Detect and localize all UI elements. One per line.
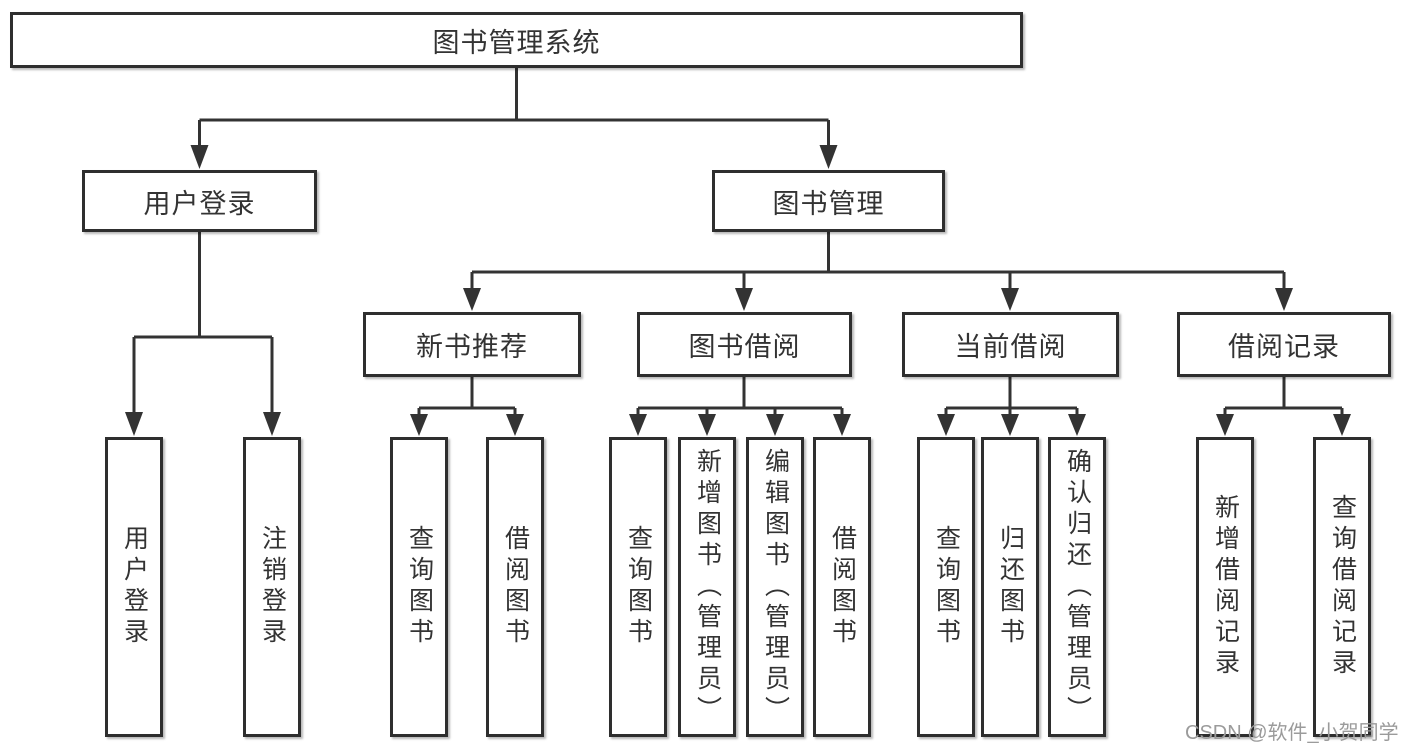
node-label: 编辑图书（管理员） [761, 447, 790, 727]
node-user-login: 用户登录 [82, 170, 317, 232]
node-current-borrowing: 当前借阅 [902, 312, 1119, 377]
node-label: 借阅图书 [501, 525, 530, 649]
leaf-nbr-borrow-books: 借阅图书 [486, 437, 544, 737]
connector-book-management-to-level3 [463, 232, 1293, 311]
node-label: 查询图书 [405, 525, 434, 649]
node-new-book-recommend: 新书推荐 [363, 312, 581, 377]
node-label: 新增借阅记录 [1211, 494, 1240, 680]
node-label: 图书借阅 [688, 332, 801, 362]
node-book-management: 图书管理 [712, 170, 945, 232]
leaf-br-query-borrow-record: 查询借阅记录 [1313, 437, 1371, 737]
csdn-watermark: CSDN @软件_小贺同学 [1185, 722, 1399, 744]
leaf-cb-query-books: 查询图书 [917, 437, 975, 737]
leaf-cb-return-books: 归还图书 [981, 437, 1039, 737]
node-label: 用户登录 [143, 188, 256, 219]
node-label: 查询图书 [932, 525, 961, 649]
node-label: 查询借阅记录 [1328, 494, 1357, 680]
connector-current-borrowing-to-leaves [937, 377, 1086, 436]
node-label: 注销登录 [258, 525, 287, 649]
connector-user-login-to-leaves [125, 232, 281, 436]
leaf-logout-action: 注销登录 [243, 437, 301, 737]
node-label: 确认归还（管理员） [1063, 447, 1092, 727]
node-label: 图书管理 [772, 188, 885, 219]
connector-new-book-recommend-to-leaves [410, 377, 524, 436]
connector-book-borrowing-to-leaves [629, 377, 851, 436]
node-label: 查询图书 [624, 525, 653, 649]
connector-root-to-level2 [190, 68, 838, 169]
node-label: 用户登录 [120, 525, 149, 649]
connector-borrowing-records-to-leaves [1216, 377, 1351, 436]
node-label: 当前借阅 [954, 332, 1067, 362]
node-library-system: 图书管理系统 [10, 12, 1023, 68]
leaf-br-add-borrow-record: 新增借阅记录 [1196, 437, 1254, 737]
node-borrowing-records: 借阅记录 [1177, 312, 1391, 377]
leaf-bb-edit-books-admin: 编辑图书（管理员） [746, 437, 804, 737]
leaf-user-login-action: 用户登录 [105, 437, 163, 737]
leaf-cb-confirm-return-admin: 确认归还（管理员） [1048, 437, 1106, 737]
node-label: 归还图书 [996, 525, 1025, 649]
leaf-bb-query-books: 查询图书 [609, 437, 667, 737]
node-book-borrowing: 图书借阅 [637, 312, 852, 377]
leaf-nbr-query-books: 查询图书 [390, 437, 448, 737]
node-label: 新书推荐 [416, 332, 528, 362]
node-label: 借阅记录 [1228, 332, 1340, 362]
leaf-bb-add-books-admin: 新增图书（管理员） [678, 437, 736, 737]
node-label: 新增图书（管理员） [693, 447, 722, 727]
node-label: 图书管理系统 [432, 27, 601, 58]
node-label: 借阅图书 [828, 525, 857, 649]
leaf-bb-borrow-books: 借阅图书 [813, 437, 871, 737]
